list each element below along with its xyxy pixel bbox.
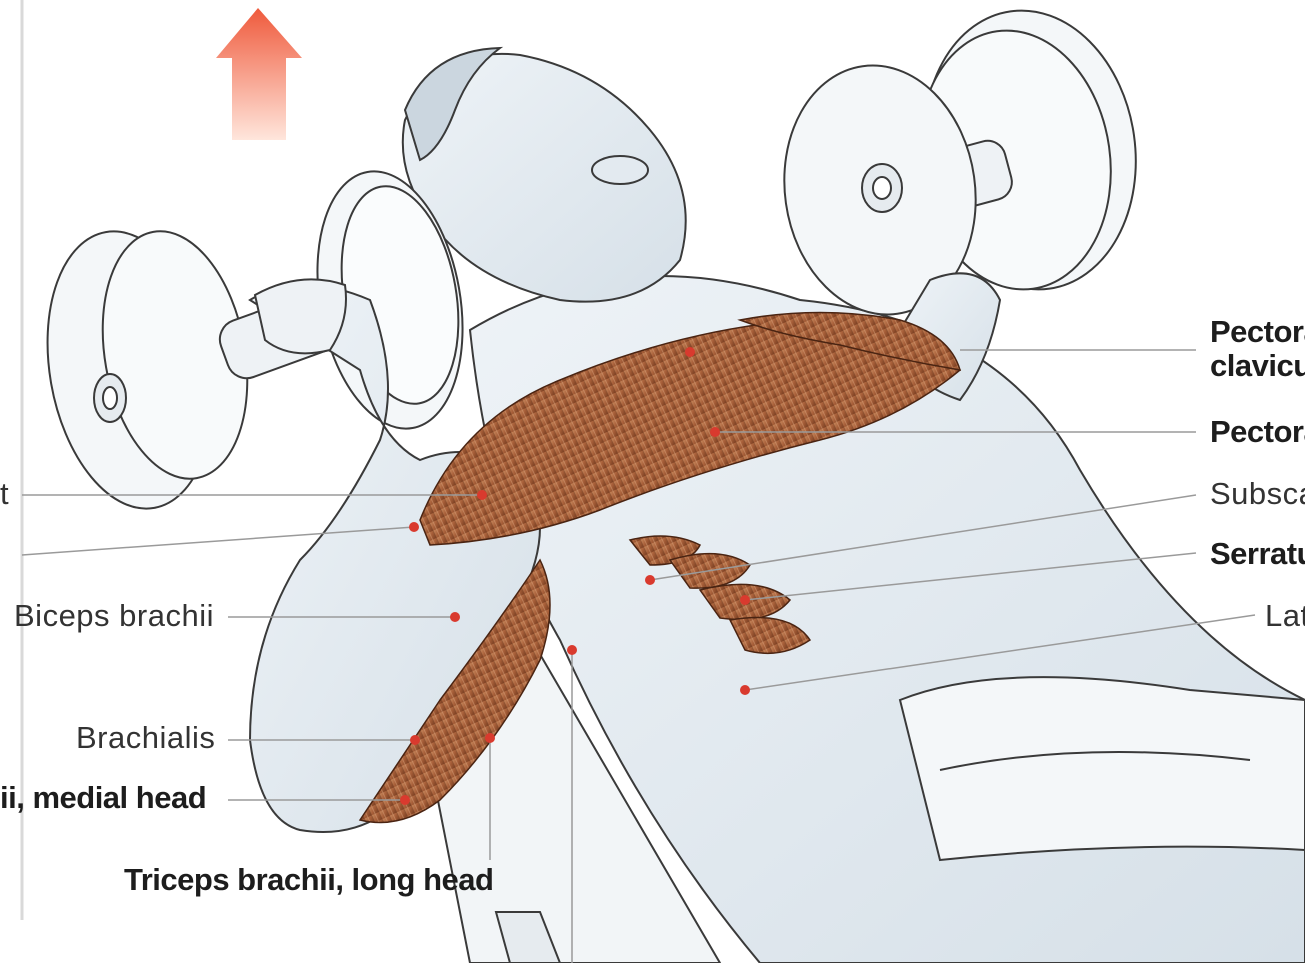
marker-pectoralis-major	[710, 427, 720, 437]
label-brachialis: Brachialis	[76, 720, 216, 755]
marker-latissimus	[740, 685, 750, 695]
label-subscapularis: Subsca	[1210, 476, 1305, 511]
marker-brachialis	[410, 735, 420, 745]
marker-serratus	[740, 595, 750, 605]
label-serratus: Serratu	[1210, 536, 1305, 571]
direction-arrow-icon	[216, 8, 302, 140]
leader-serratus	[744, 552, 1197, 601]
marker-subscapularis	[645, 575, 655, 585]
label-pectoralis-clavicular-line1: Pectora	[1210, 314, 1305, 349]
marker-biceps	[450, 612, 460, 622]
leader-lines	[21, 349, 1256, 963]
label-latissimus: Lat	[1265, 598, 1305, 633]
label-biceps-brachii: Biceps brachii	[14, 598, 214, 633]
label-triceps-medial-head: ii, medial head	[0, 780, 207, 815]
marker-pectoralis-clavicular	[685, 347, 695, 357]
pectoralis-major-muscle	[419, 311, 962, 546]
label-left-upper-cut: t	[0, 476, 10, 511]
triceps-long-head-muscle	[358, 558, 551, 824]
label-pectoralis-clavicular-line2: clavicu	[1210, 348, 1305, 383]
label-triceps-long-head: Triceps brachii, long head	[124, 862, 494, 897]
leader-latissimus	[744, 614, 1256, 691]
marker-triceps-long	[485, 733, 495, 743]
right-dumbbell	[783, 9, 1137, 316]
marker-triceps-medial	[400, 795, 410, 805]
muscle-markers	[400, 347, 750, 805]
leader-left-middle	[21, 526, 415, 556]
leader-subscapularis	[649, 494, 1197, 581]
marker-bottom	[567, 645, 577, 655]
marker-left-upper	[477, 490, 487, 500]
label-pectoralis-major: Pectora	[1210, 414, 1305, 449]
marker-left-middle	[409, 522, 419, 532]
